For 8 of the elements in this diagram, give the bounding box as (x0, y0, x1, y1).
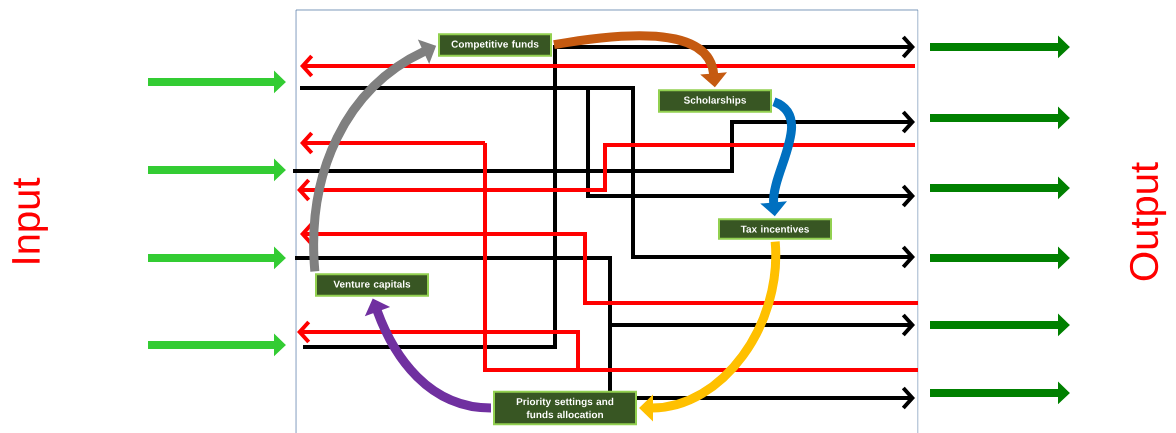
process-box: Venture capitals (315, 273, 429, 297)
axis-label: Output (1129, 162, 1167, 281)
process-box: Competitive funds (438, 33, 552, 57)
process-box: Scholarships (658, 89, 772, 113)
process-box: Tax incentives (718, 218, 832, 240)
arrow (639, 241, 781, 422)
process-box: Priority settings and funds allocation (493, 390, 637, 426)
axis-label: Input (12, 177, 48, 263)
